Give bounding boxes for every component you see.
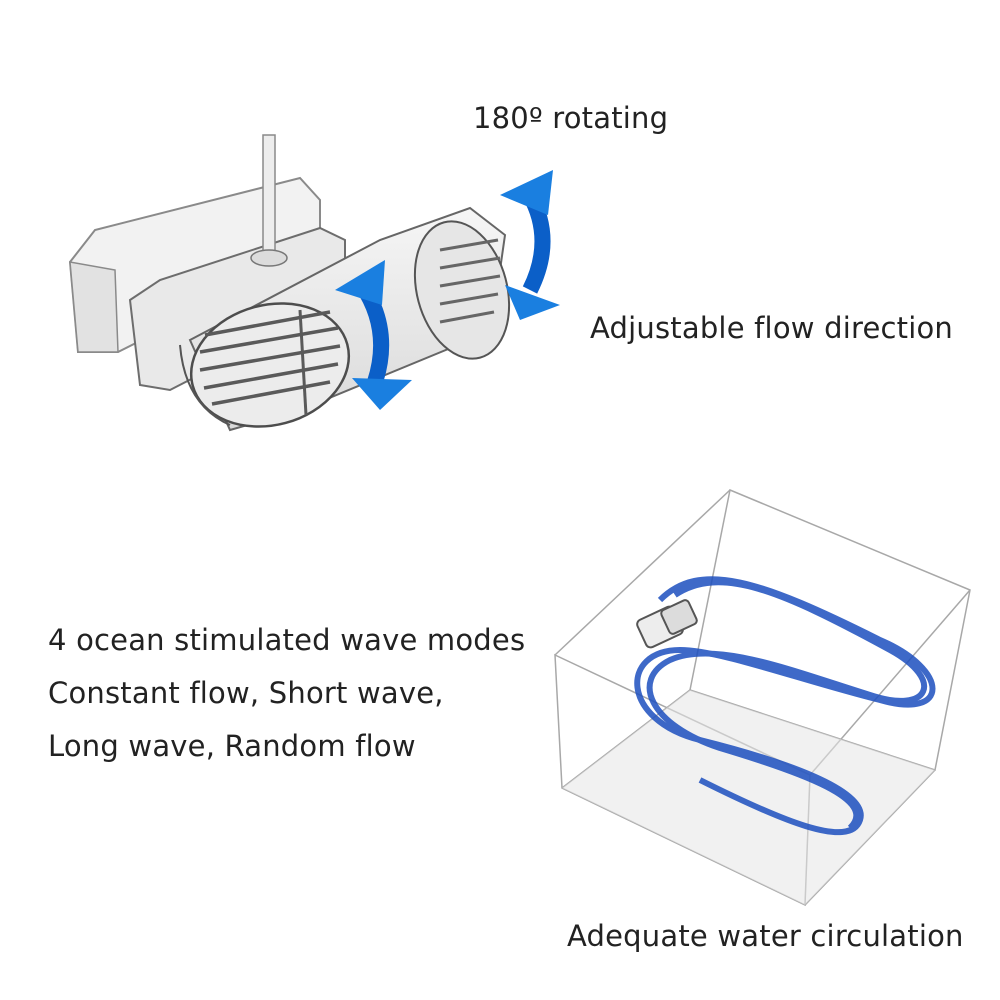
wave-modes-line: 4 ocean stimulated wave modes (48, 623, 526, 657)
wave-modes-line: Constant flow, Short wave, (48, 676, 444, 710)
wave-modes-text: 4 ocean stimulated wave modes Constant f… (48, 614, 525, 773)
curved-double-arrow-icon (335, 260, 412, 410)
wave-modes-line: Long wave, Random flow (48, 729, 416, 763)
rotating-label: 180º rotating (473, 101, 669, 135)
circulation-label: Adequate water circulation (567, 919, 964, 953)
curved-double-arrow-icon (500, 170, 560, 320)
flow-direction-label: Adjustable flow direction (590, 311, 953, 345)
